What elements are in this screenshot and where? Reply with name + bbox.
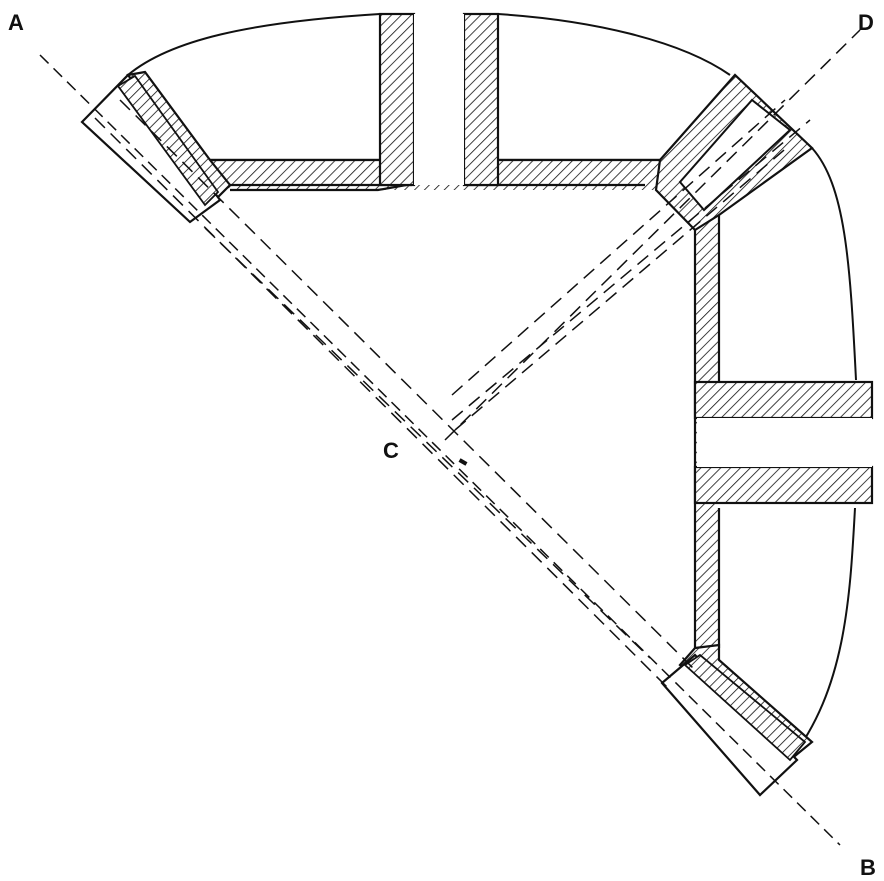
right-port-upper-boss — [693, 380, 874, 420]
top-port-left-boss — [378, 12, 416, 187]
top-right-branch-bore — [678, 98, 792, 212]
center-mark — [458, 458, 468, 466]
bottom-right-flange — [660, 653, 799, 797]
outer-contour — [127, 13, 857, 761]
bore-line-top-right-2 — [451, 119, 811, 421]
right-port-bore — [697, 418, 872, 467]
label-b: B — [860, 855, 876, 880]
right-wall-outline — [693, 215, 721, 650]
construction-lines — [39, 29, 861, 846]
right-port-lower-boss — [693, 465, 874, 505]
top-wall-band-outline — [208, 158, 662, 187]
bore-line-top-right-1 — [451, 99, 786, 396]
top-port-bore — [414, 14, 464, 185]
axis-a-b — [39, 54, 841, 846]
top-port-right-boss — [462, 12, 500, 187]
label-a: A — [8, 10, 24, 35]
bore-line-top-right-3 — [454, 144, 791, 431]
axis-c-d — [444, 29, 861, 441]
bottom-right-flange-hatch — [683, 653, 807, 762]
label-c: C — [383, 438, 399, 463]
bore-line-top-left-2 — [119, 99, 696, 671]
top-left-flange-hatch — [116, 74, 220, 207]
bore-line-top-left-3 — [204, 227, 651, 659]
label-d: D — [858, 10, 874, 35]
bore-line-top-left-1 — [94, 117, 671, 691]
